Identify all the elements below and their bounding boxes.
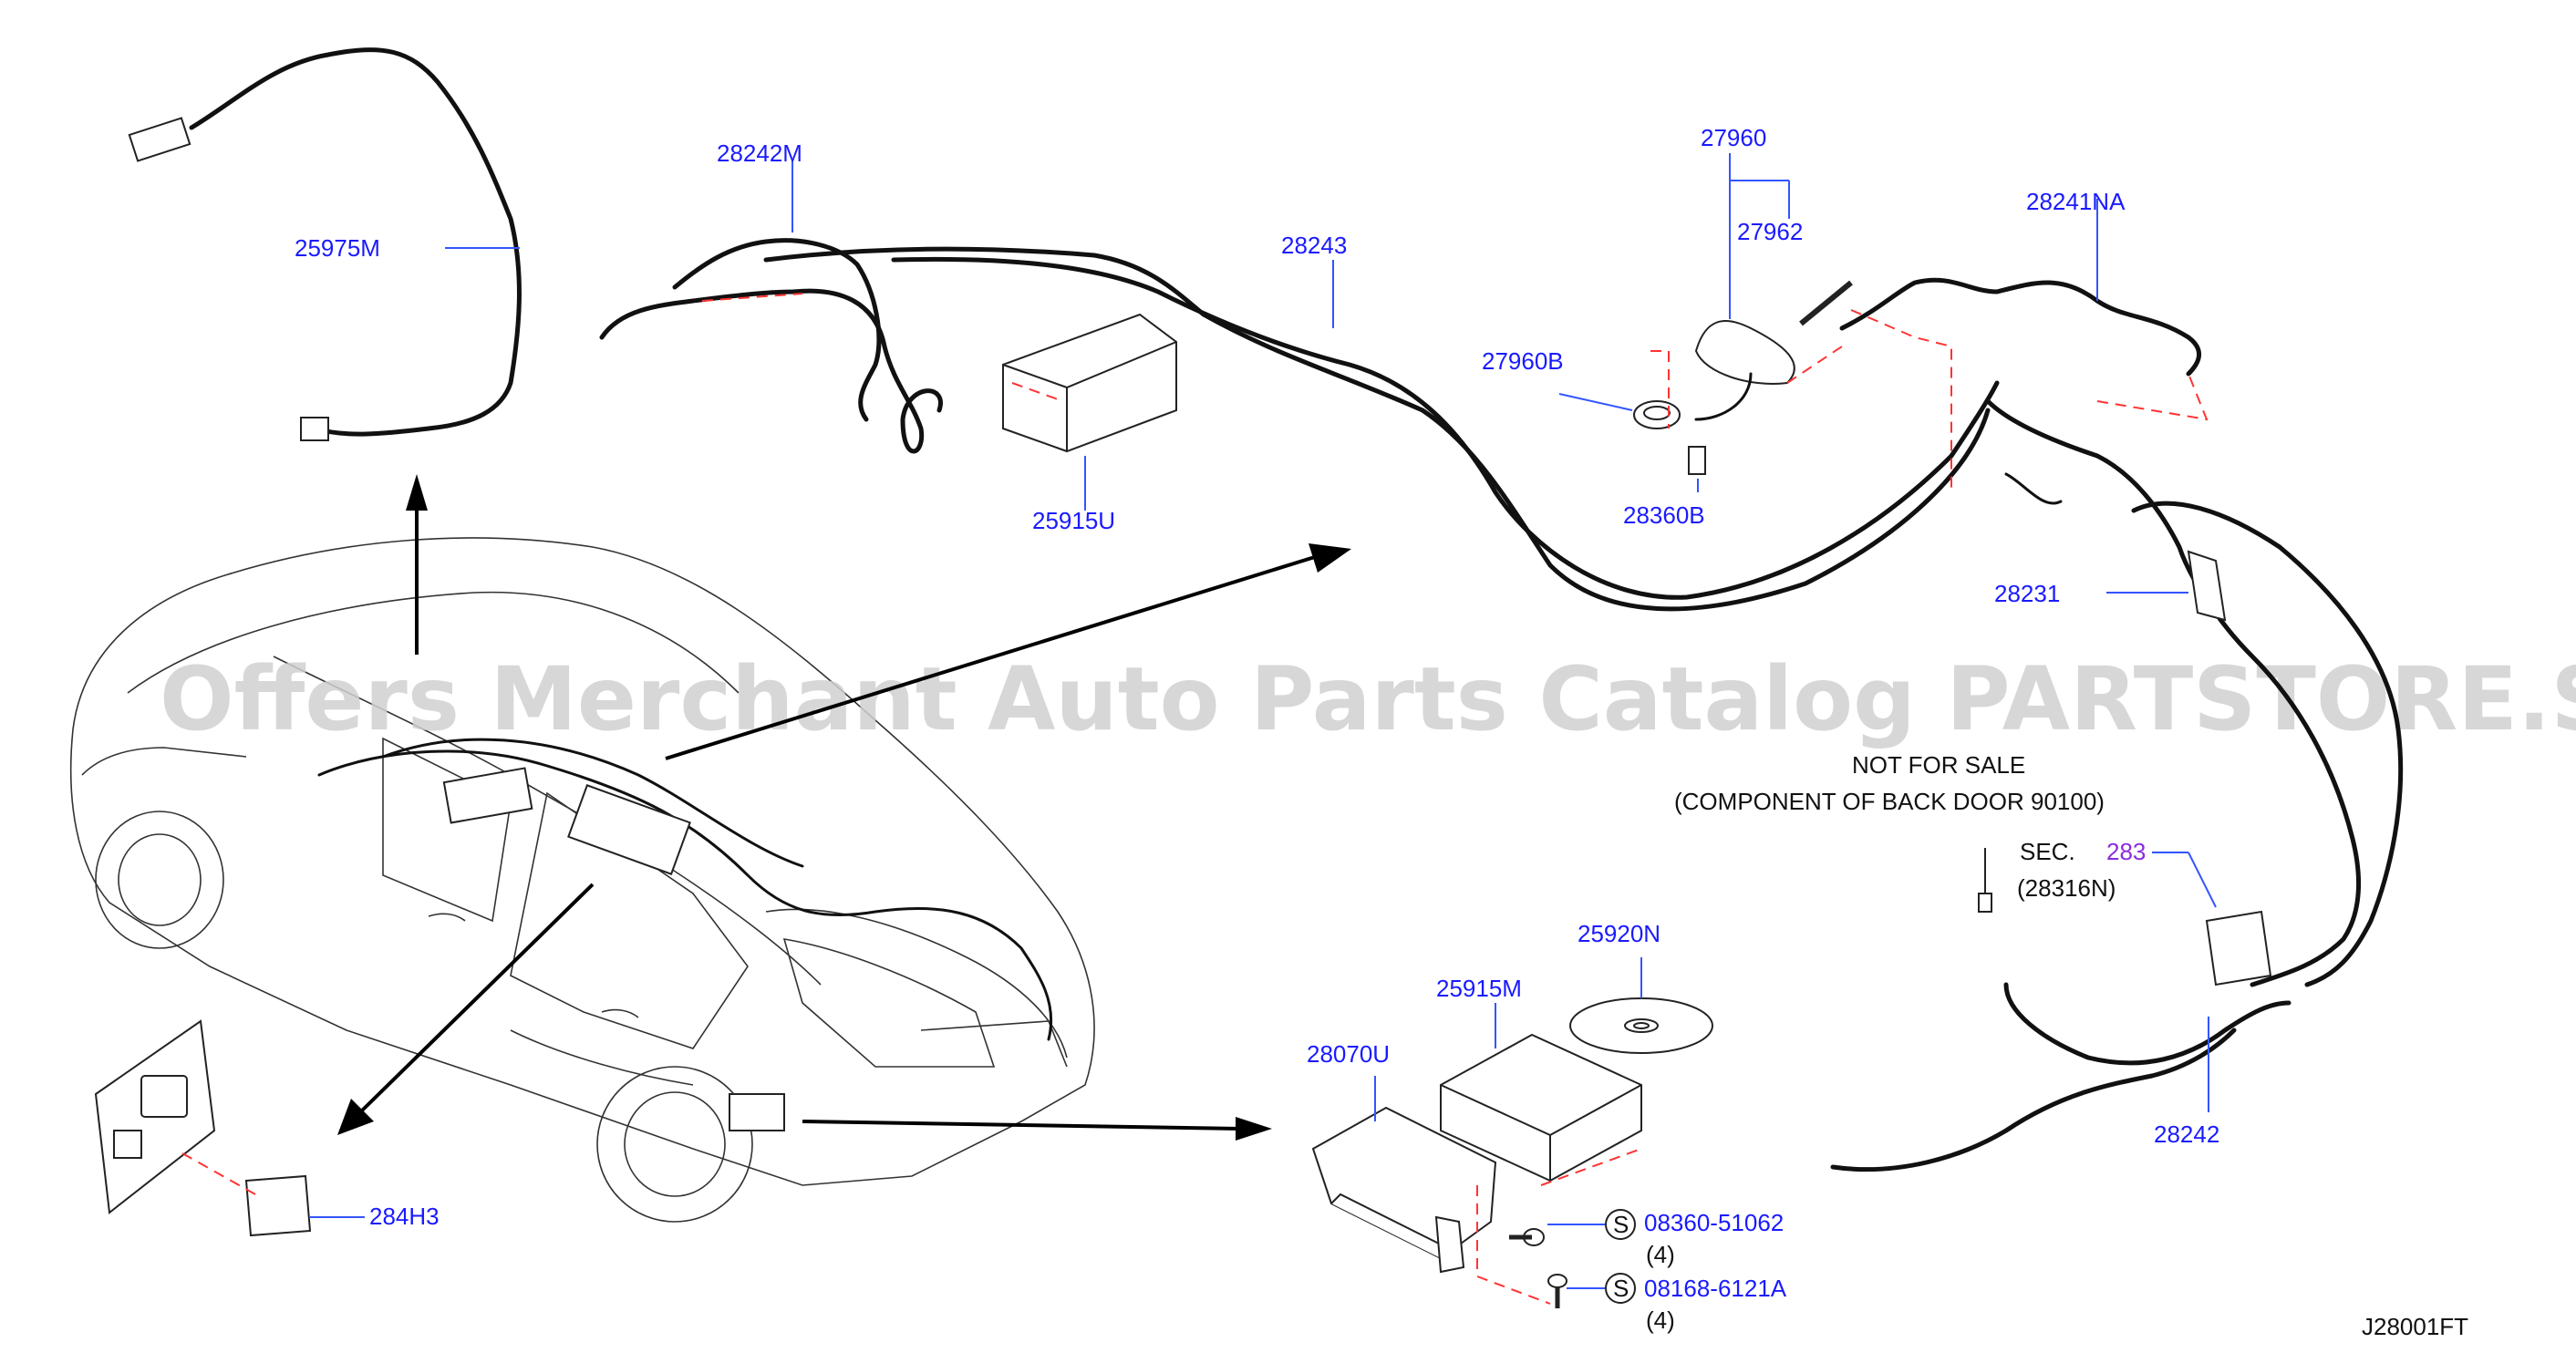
label-25915M: 25915M: [1436, 975, 1522, 1002]
sec-prefix: SEC.: [2020, 838, 2075, 865]
s-mark-a: S: [1613, 1211, 1629, 1238]
label-28243: 28243: [1281, 232, 1347, 259]
unit-25915U: [1002, 313, 1177, 453]
screws: [1509, 1209, 1636, 1308]
label-28231: 28231: [1994, 580, 2060, 607]
label-284H3: 284H3: [369, 1203, 440, 1230]
label-08360-51062: 08360-51062: [1644, 1209, 1784, 1236]
label-28242: 28242: [2154, 1121, 2219, 1148]
qty-a: (4): [1646, 1241, 1675, 1268]
label-08168-6121A: 08168-6121A: [1644, 1275, 1787, 1302]
label-28070U: 28070U: [1307, 1040, 1390, 1068]
vehicle-illustration: [69, 537, 1095, 1223]
harness-28242M-28243: [599, 238, 2000, 612]
qty-b: (4): [1646, 1307, 1675, 1334]
unit-25915M: [1440, 1033, 1642, 1186]
sec-link-283[interactable]: 283: [2106, 838, 2146, 865]
callout-arrows: [337, 474, 1351, 1141]
label-28241NA: 28241NA: [2026, 188, 2126, 215]
note-not-for-sale: NOT FOR SALE: [1852, 751, 2025, 779]
label-28360B: 28360B: [1623, 501, 1705, 529]
label-27960: 27960: [1701, 124, 1766, 151]
label-27962: 27962: [1737, 218, 1803, 245]
harness-28242: [1830, 398, 2404, 1172]
harness-25975M: [128, 47, 522, 441]
antenna-assembly: [1633, 153, 1853, 475]
bracket-28070U: [1311, 1106, 1551, 1305]
note-component-back-door: (COMPONENT OF BACK DOOR 90100): [1674, 788, 2105, 815]
watermark: Offers Merchant Auto Parts Catalog PARTS…: [160, 648, 2576, 750]
s-mark-b: S: [1613, 1275, 1629, 1302]
sec-ref: (28316N): [2017, 874, 2116, 902]
diagram-code: J28001FT: [2362, 1313, 2468, 1340]
label-28242M: 28242M: [717, 139, 802, 167]
switch-284H3: [94, 1019, 312, 1237]
label-27960B: 27960B: [1482, 347, 1564, 375]
harness-28241NA: [1839, 277, 2209, 492]
label-25915U: 25915U: [1032, 507, 1115, 534]
disc-25920N: [1569, 957, 1713, 1054]
label-25920N: 25920N: [1578, 920, 1660, 947]
label-25975M: 25975M: [295, 234, 380, 262]
